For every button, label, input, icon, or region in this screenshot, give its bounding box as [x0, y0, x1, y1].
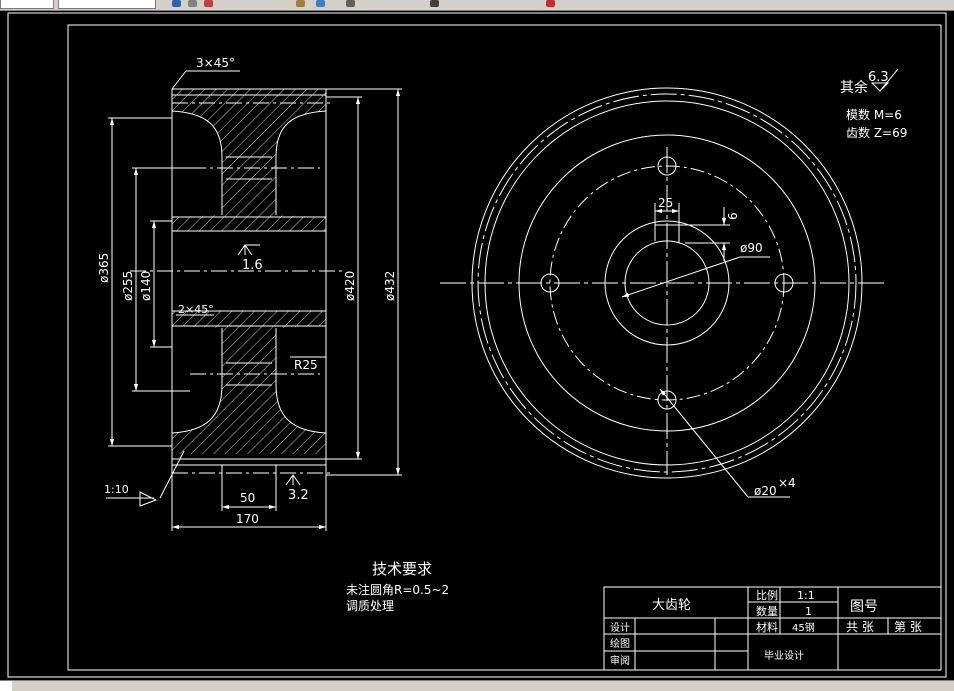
dim-d432: ø432 [383, 271, 397, 301]
dim-web: 50 [240, 491, 255, 505]
dim-chamfer-bore: 2×45° [178, 303, 214, 316]
material-value: 45钢 [792, 621, 815, 634]
qty-value: 1 [805, 605, 812, 618]
notes-line-1: 未注圆角R=0.5~2 [346, 582, 449, 597]
hatch-top [172, 89, 326, 231]
toolbar-icon[interactable] [172, 0, 181, 7]
toolbar-icon[interactable] [188, 0, 197, 7]
drawing-no-label: 图号 [850, 599, 878, 615]
section-view [106, 70, 402, 531]
gear-teeth: 齿数 Z=69 [846, 125, 907, 140]
hatch-bottom [172, 311, 326, 454]
dim-d365: ø365 [97, 253, 111, 283]
gear-module: 模数 M=6 [846, 107, 902, 122]
cad-toolbar [0, 0, 954, 11]
title-block [603, 586, 942, 671]
layer-dropdown[interactable] [0, 0, 54, 9]
scale-label: 比例 [756, 588, 778, 602]
roughness-other-label: 其余 [840, 79, 868, 96]
dim-width: 170 [236, 512, 259, 526]
roughness-other-value: 6.3 [868, 70, 889, 85]
toolbar-icon[interactable] [204, 0, 213, 7]
drawing-canvas[interactable]: 3×45° 2×45° ø365 ø255 ø140 ø420 ø432 R25… [0, 11, 954, 679]
drawn-label: 绘图 [610, 637, 630, 650]
notes-title: 技术要求 [372, 560, 432, 578]
dim-key-width: 25 [658, 196, 673, 210]
dim-bore: ø90 [740, 241, 763, 255]
dim-d140: ø140 [139, 271, 153, 301]
roughness-face: 3.2 [288, 488, 309, 503]
sheets-label: 共 张 [846, 620, 874, 634]
style-dropdown[interactable] [58, 0, 156, 9]
notes-line-2: 调质处理 [346, 599, 394, 613]
qty-label: 数量 [756, 605, 778, 618]
dim-key-depth: 6 [726, 212, 740, 220]
dim-holes: ø20 [754, 484, 777, 498]
dim-chamfer-top: 3×45° [196, 56, 235, 70]
sheet-label: 第 张 [894, 620, 922, 634]
toolbar-icon[interactable] [346, 0, 355, 7]
dim-r25: R25 [294, 358, 318, 372]
dim-taper: 1:10 [104, 483, 129, 496]
inner-frame [67, 24, 942, 671]
outer-frame [7, 12, 947, 678]
front-view [440, 87, 888, 498]
scale-value: 1:1 [797, 589, 815, 602]
project-name: 毕业设计 [764, 649, 804, 662]
roughness-bore: 1.6 [242, 258, 263, 273]
drawing-svg: 3×45° 2×45° ø365 ø255 ø140 ø420 ø432 R25… [7, 12, 947, 678]
toolbar-icon[interactable] [546, 0, 555, 7]
material-label: 材料 [756, 620, 778, 634]
design-label: 设计 [610, 621, 630, 634]
dim-d420: ø420 [343, 271, 357, 301]
status-bar [0, 680, 954, 691]
dim-d255: ø255 [121, 271, 135, 301]
review-label: 审阅 [610, 654, 630, 667]
toolbar-icon[interactable] [296, 0, 305, 7]
part-name: 大齿轮 [652, 598, 691, 613]
toolbar-icon[interactable] [316, 0, 325, 7]
dim-holes-qty: ×4 [778, 476, 796, 490]
toolbar-icon[interactable] [430, 0, 439, 7]
status-indicator [0, 681, 12, 691]
roughness-other-symbol [870, 68, 899, 92]
